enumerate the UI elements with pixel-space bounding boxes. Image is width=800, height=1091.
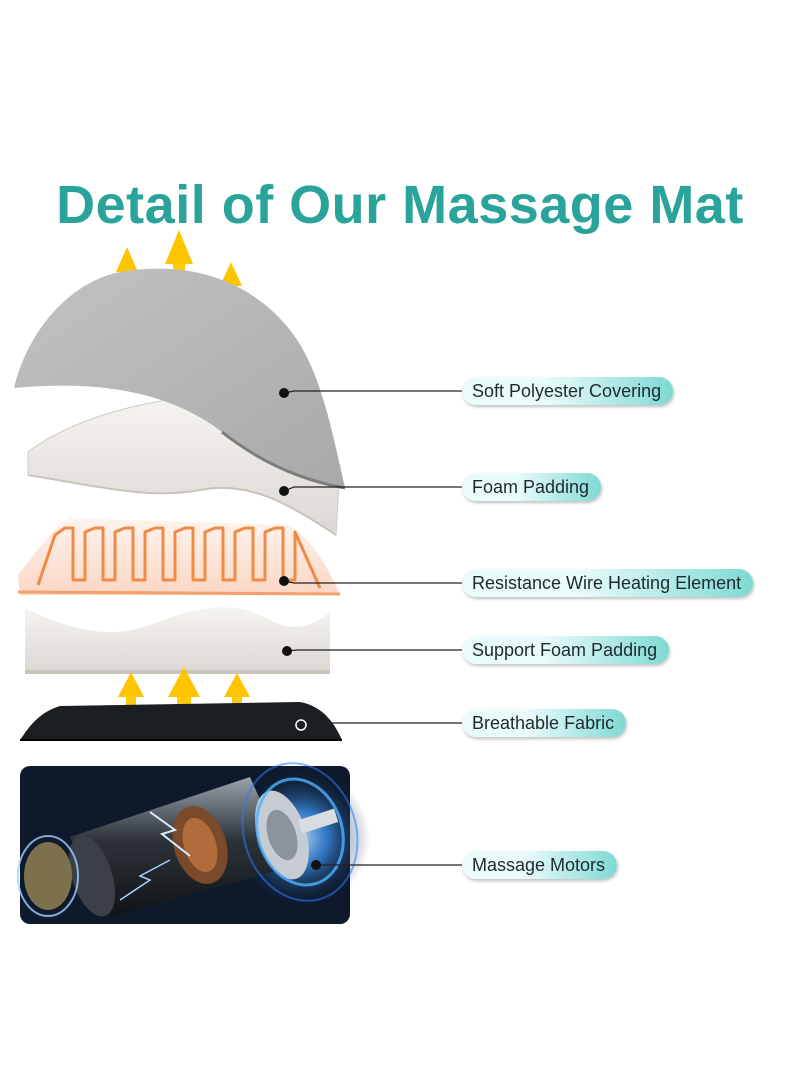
diagram-title: Detail of Our Massage Mat bbox=[56, 175, 744, 235]
layer-label-motors: Massage Motors bbox=[462, 851, 618, 879]
gray-cover-layer-icon bbox=[14, 268, 346, 490]
layer-label-support: Support Foam Padding bbox=[462, 636, 670, 664]
leader-lines bbox=[279, 388, 462, 870]
support-foam-icon bbox=[25, 607, 330, 674]
leader-dot-icon bbox=[311, 860, 321, 870]
leader-dot-icon bbox=[279, 486, 289, 496]
leader-dot-icon bbox=[279, 576, 289, 586]
layer-label-heating: Resistance Wire Heating Element bbox=[462, 569, 754, 597]
layer-label-foam: Foam Padding bbox=[462, 473, 602, 501]
fabric-layer-icon bbox=[20, 702, 342, 741]
layer-label-cover: Soft Polyester Covering bbox=[462, 377, 674, 405]
leader-dot-icon bbox=[295, 719, 307, 731]
heating-wire-icon bbox=[17, 518, 341, 596]
layer-label-fabric: Breathable Fabric bbox=[462, 709, 627, 737]
motor-icon bbox=[17, 762, 370, 924]
leader-dot-icon bbox=[282, 646, 292, 656]
leader-dot-icon bbox=[279, 388, 289, 398]
